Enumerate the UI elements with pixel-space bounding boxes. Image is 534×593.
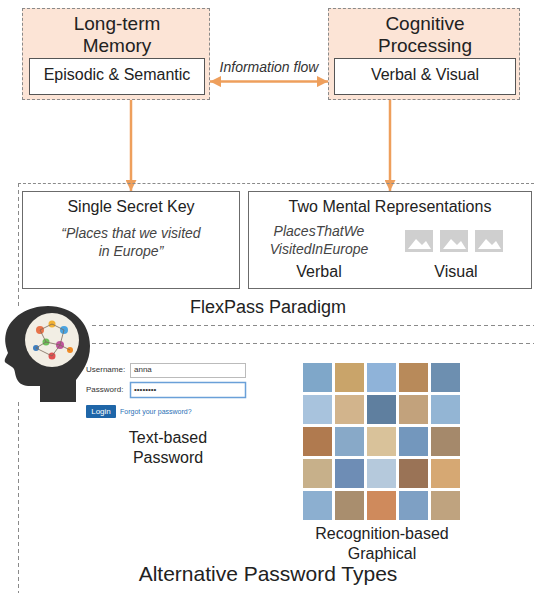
- quote-text: “Places that we visited in Europe”: [56, 224, 206, 260]
- photo-tile: [431, 491, 460, 520]
- flow-arrow: [389, 100, 392, 191]
- paradigm-region: Single Secret Key “Places that we visited…: [18, 183, 534, 325]
- photo-tile: [367, 395, 396, 424]
- photo-tile: [303, 459, 332, 488]
- image-icon-mountain: [478, 239, 501, 249]
- box-text: Verbal & Visual: [335, 59, 515, 90]
- edge-label: Information flow: [219, 59, 319, 76]
- image-grid: [303, 363, 460, 520]
- caption: Text-based Password: [103, 428, 233, 468]
- photo-tile: [335, 395, 364, 424]
- image-icon-mountain: [408, 239, 431, 249]
- link-text: Forgot your password?: [120, 407, 235, 416]
- photo-tile: [335, 459, 364, 488]
- photo-tile: [303, 427, 332, 456]
- panel-title: Long-term Memory: [23, 13, 211, 57]
- dashed-line: [18, 183, 19, 308]
- field-value: ••••••••: [134, 385, 234, 395]
- photo-tile: [303, 363, 332, 392]
- field-label: Username:: [86, 365, 130, 375]
- panel-title: Cognitive Processing: [329, 13, 521, 57]
- button-label: Login: [86, 406, 116, 417]
- box-title: Two Mental Representations: [249, 197, 531, 217]
- photo-tile: [431, 395, 460, 424]
- photo-tile: [367, 427, 396, 456]
- photo-tile: [335, 363, 364, 392]
- inner-box: Verbal & Visual: [334, 58, 516, 95]
- photo-tile: [431, 459, 460, 488]
- secret-key-box: Single Secret Key “Places that we visited…: [22, 191, 240, 289]
- photo-tile: [431, 363, 460, 392]
- image-icon: [475, 230, 503, 252]
- dashed-line: [92, 325, 534, 326]
- photo-tile: [399, 395, 428, 424]
- image-icons: [405, 230, 503, 252]
- field-label: Password:: [86, 385, 130, 395]
- brain-links: [36, 324, 70, 356]
- dashed-line: [92, 343, 534, 344]
- box-title: Single Secret Key: [23, 197, 239, 217]
- photo-tile: [303, 395, 332, 424]
- photo-tile: [335, 491, 364, 520]
- column-label: Verbal: [259, 262, 379, 282]
- field-value: anna: [134, 365, 234, 375]
- inner-box: Episodic & Semantic: [29, 58, 205, 95]
- verbal-example: PlacesThatWe VisitedInEurope: [255, 222, 383, 258]
- photo-tile: [367, 363, 396, 392]
- column-label: Visual: [396, 262, 516, 282]
- photo-tile: [399, 491, 428, 520]
- region-title: FlexPass Paradigm: [18, 296, 518, 318]
- memory-panel: Episodic & SemanticLong-term Memory: [22, 8, 210, 100]
- login-form: [86, 364, 246, 419]
- image-icon-mountain: [443, 239, 466, 249]
- processing-panel: Verbal & VisualCognitive Processing: [328, 8, 520, 100]
- flow-arrow: [210, 80, 328, 83]
- password-types-region: Alternative Password Types: [18, 343, 534, 593]
- photo-tile: [367, 491, 396, 520]
- region-title: Alternative Password Types: [18, 561, 518, 587]
- region-lines: [19, 183, 534, 593]
- brain: [25, 313, 79, 367]
- password-field: [131, 383, 246, 398]
- text-field: [131, 364, 246, 378]
- photo-tile: [431, 427, 460, 456]
- caption: Recognition-based Graphical: [297, 524, 467, 564]
- box-text: Episodic & Semantic: [30, 59, 204, 90]
- photo-tile: [399, 363, 428, 392]
- representations-box: Two Mental RepresentationsPlacesThatWe V…: [248, 191, 532, 289]
- photo-tile: [367, 459, 396, 488]
- photo-tile: [399, 427, 428, 456]
- photo-tile: [399, 459, 428, 488]
- image-icon: [405, 230, 433, 252]
- image-icon: [440, 230, 468, 252]
- dashed-line: [18, 402, 19, 593]
- flow-arrow: [130, 100, 133, 191]
- login-button: [86, 405, 116, 418]
- photo-tile: [335, 427, 364, 456]
- photo-tile: [303, 491, 332, 520]
